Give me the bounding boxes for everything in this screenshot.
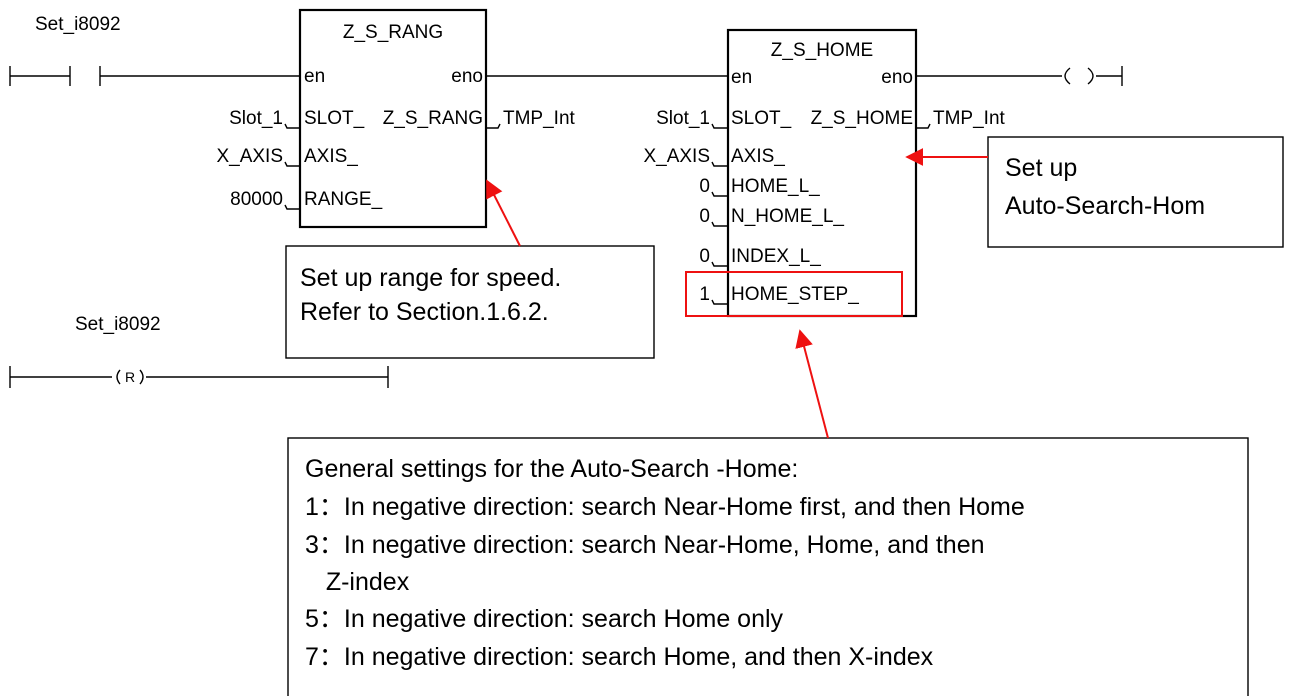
contact-label: Set_i8092 — [35, 14, 121, 35]
pin-slot: SLOT_ — [731, 108, 792, 129]
input-slot: Slot_1 — [656, 108, 710, 129]
pin-axis: AXIS_ — [304, 146, 358, 167]
input-wire — [711, 191, 728, 197]
pin-range: RANGE_ — [304, 189, 383, 210]
output-wire — [486, 123, 501, 129]
input-wire — [711, 221, 728, 227]
pin-slot: SLOT_ — [304, 108, 365, 129]
callout-line: 3：In negative direction: search Near-Hom… — [305, 531, 985, 559]
pin-home-l: HOME_L_ — [731, 176, 820, 197]
pin-index-l: INDEX_L_ — [731, 246, 821, 267]
pin-en: en — [731, 67, 752, 88]
callout-home: Set up Auto-Search-Hom — [987, 136, 1284, 248]
pin-en: en — [304, 66, 325, 87]
rung-1: Set_i8092 Z_S_RANG en eno SLOT_ Z_S_RANG… — [9, 8, 1123, 318]
pin-n-home-l: N_HOME_L_ — [731, 206, 844, 227]
callout-line: 5：In negative direction: search Home onl… — [305, 605, 784, 633]
reset-mark: R — [125, 369, 135, 385]
callout-line: Z-index — [305, 568, 410, 596]
callout-line: Auto-Search-Hom — [1005, 192, 1205, 220]
input-range: 80000 — [230, 189, 283, 210]
input-home-l: 0 — [699, 176, 710, 197]
reset-coil-label: Set_i8092 — [75, 314, 161, 335]
callout-line: 7：In negative direction: search Home, an… — [305, 643, 934, 671]
input-wire — [711, 299, 728, 305]
output-var: TMP_Int — [503, 108, 576, 129]
callout-general: General settings for the Auto-Search -Ho… — [287, 437, 1249, 696]
input-n-home-l: 0 — [699, 206, 710, 227]
coil-left — [116, 369, 121, 385]
arrow-to-home-step — [795, 329, 829, 439]
input-wire — [711, 261, 728, 267]
input-slot: Slot_1 — [229, 108, 283, 129]
input-axis: X_AXIS — [643, 146, 710, 167]
input-axis: X_AXIS — [216, 146, 283, 167]
callout-line: General settings for the Auto-Search -Ho… — [305, 455, 798, 483]
input-wire — [284, 204, 300, 210]
pin-axis: AXIS_ — [731, 146, 785, 167]
input-home-step: 1 — [699, 284, 710, 305]
pin-eno: eno — [881, 67, 913, 88]
home-step-highlight — [685, 271, 903, 317]
pin-eno: eno — [451, 66, 483, 87]
input-wire — [711, 123, 728, 129]
arrow-to-z-s-rang — [486, 179, 521, 247]
input-wire — [284, 123, 300, 129]
pin-home-step: HOME_STEP_ — [731, 284, 859, 305]
input-wire — [284, 161, 300, 167]
coil-left — [1064, 67, 1071, 85]
callout-line: Set up range for speed. — [300, 264, 561, 292]
pin-output: Z_S_HOME — [811, 108, 913, 129]
callout-line: Set up — [1005, 154, 1077, 182]
callout-range: Set up range for speed. Refer to Section… — [285, 245, 655, 359]
block-title: Z_S_HOME — [771, 40, 873, 61]
block-z-s-home[interactable]: Z_S_HOME en eno SLOT_ Z_S_HOME AXIS_ HOM… — [726, 28, 918, 318]
input-wire — [711, 161, 728, 167]
callout-line: Refer to Section.1.6.2. — [300, 298, 549, 326]
output-wire — [916, 123, 931, 129]
coil-right — [1087, 67, 1094, 85]
output-var: TMP_Int — [933, 108, 1006, 129]
block-z-s-rang[interactable]: Z_S_RANG en eno SLOT_ Z_S_RANG AXIS_ RAN… — [298, 8, 488, 229]
pin-output: Z_S_RANG — [383, 108, 483, 129]
rung-2: Set_i8092 R — [9, 314, 389, 388]
block-title: Z_S_RANG — [343, 22, 443, 43]
input-index-l: 0 — [699, 246, 710, 267]
coil-right — [139, 369, 144, 385]
callout-line: 1：In negative direction: search Near-Hom… — [305, 493, 1025, 521]
